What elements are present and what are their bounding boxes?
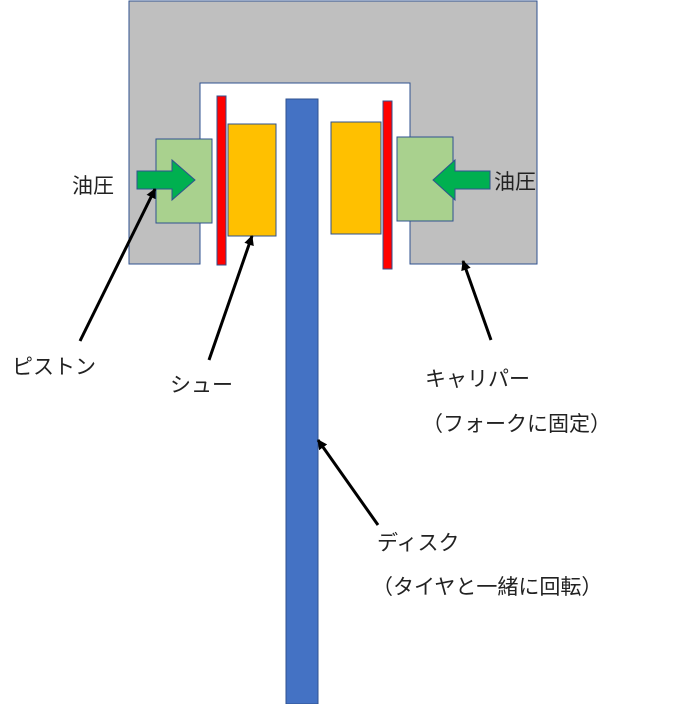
label-oil-pressure-left: 油圧 bbox=[72, 174, 114, 198]
disc bbox=[285, 98, 319, 704]
label-piston: ピストン bbox=[12, 355, 96, 379]
pointer-arrow-piston bbox=[78, 188, 157, 342]
label-shoe: シュー bbox=[170, 373, 233, 397]
pointer-arrow-shoe bbox=[207, 235, 254, 361]
shoe-left bbox=[227, 123, 277, 237]
label-oil-pressure-right: 油圧 bbox=[494, 170, 536, 194]
backing-plate-left bbox=[216, 95, 227, 266]
label-caliper-note: （フォークに固定） bbox=[422, 412, 611, 436]
label-caliper: キャリパー bbox=[425, 367, 530, 391]
pointer-arrow-disc bbox=[316, 439, 380, 526]
pointer-arrow-caliper bbox=[461, 260, 493, 341]
backing-plate-right bbox=[382, 100, 393, 270]
pressure-arrow-right bbox=[432, 158, 491, 202]
label-disc: ディスク bbox=[377, 531, 460, 555]
pressure-arrow-left bbox=[136, 158, 196, 202]
shoe-right bbox=[330, 121, 382, 235]
label-disc-note: （タイヤと一緒に回転） bbox=[372, 575, 602, 599]
